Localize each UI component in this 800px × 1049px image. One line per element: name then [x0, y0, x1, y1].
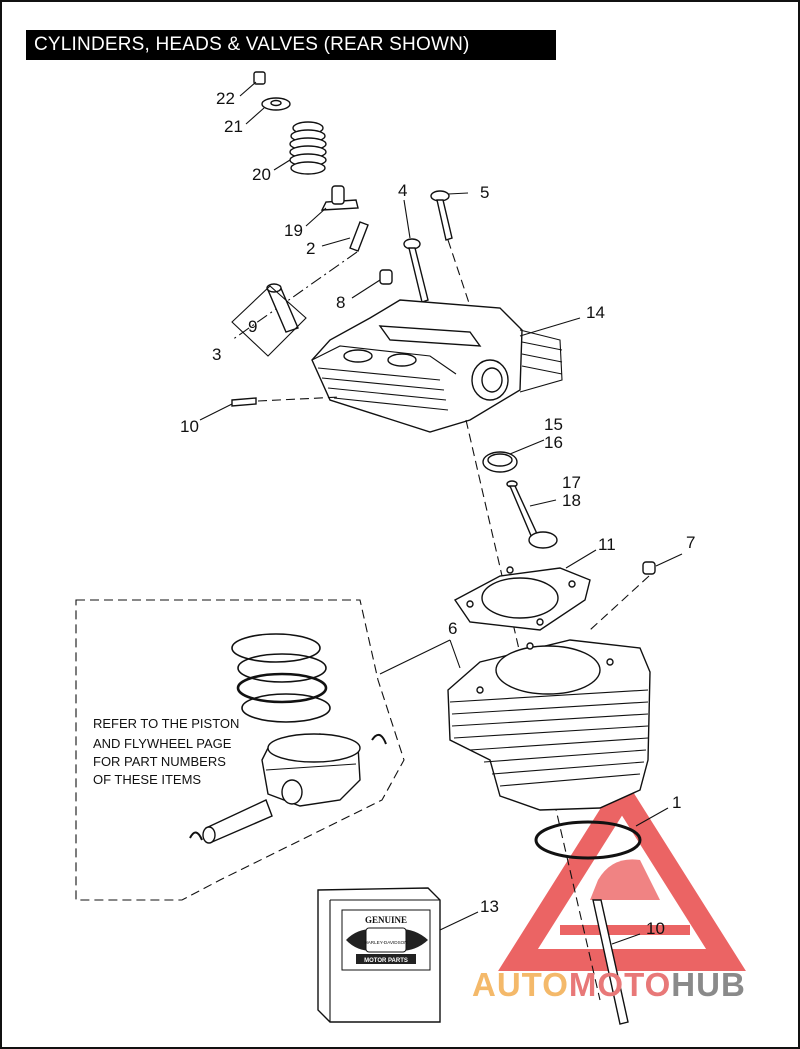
valve-spring-part [289, 121, 327, 175]
note-line-3: FOR PART NUMBERS [93, 754, 226, 769]
note-line-2: AND FLYWHEEL PAGE [93, 736, 232, 751]
callout-9: 9 [248, 317, 257, 336]
callout-20: 20 [252, 165, 271, 184]
badge-bottom-text: MOTOR PARTS [364, 958, 408, 964]
genuine-parts-badge-icon: GENUINE HARLEY-DAVIDSON MOTOR PARTS [346, 915, 428, 964]
callout-10-cylinder: 10 [646, 919, 665, 938]
head-gasket-part [453, 566, 591, 631]
callout-17: 17 [562, 473, 581, 492]
watermark-logo-icon [498, 774, 746, 971]
watermark-brand: AUTOMOTOHUB [472, 966, 746, 1004]
wrist-pin-part [202, 799, 273, 844]
valve-guide-sleeve-part [266, 283, 299, 333]
dowel-pin-part [379, 269, 393, 285]
callout-19: 19 [284, 221, 303, 240]
brand-part-moto: MOTO [568, 966, 672, 1003]
note-line-1: REFER TO THE PISTON [93, 716, 240, 731]
cylinder-head-part [311, 299, 563, 433]
callout-11: 11 [598, 535, 616, 554]
callout-18: 18 [562, 491, 581, 510]
callout-5: 5 [480, 183, 489, 202]
callout-13: 13 [480, 897, 499, 916]
valve-seat-part [482, 451, 518, 473]
callout-1: 1 [672, 793, 681, 812]
callout-14: 14 [586, 303, 605, 322]
head-stud-part [231, 397, 257, 407]
intake-valve-part [403, 238, 429, 303]
valve-seal-part [320, 185, 359, 211]
cylinder-dowel-part [642, 561, 656, 575]
callout-16: 16 [544, 433, 563, 452]
cylinder-stud-part [592, 899, 629, 1025]
badge-top-text: GENUINE [365, 915, 407, 925]
callout-2: 2 [306, 239, 315, 258]
callout-10-head: 10 [180, 417, 199, 436]
note-line-4: OF THESE ITEMS [93, 772, 202, 787]
brand-part-auto: AUTO [472, 966, 569, 1003]
diagram-title: CYLINDERS, HEADS & VALVES (REAR SHOWN) [26, 30, 556, 60]
callout-15: 15 [544, 415, 563, 434]
piston-rings-part [231, 633, 331, 723]
exhaust-valve-part [430, 190, 453, 241]
callout-21: 21 [224, 117, 243, 136]
valve-part [506, 480, 558, 549]
valve-guide-part [349, 221, 369, 252]
callout-22: 22 [216, 89, 235, 108]
callout-3: 3 [212, 345, 221, 364]
spring-retainer-part [261, 97, 291, 111]
brand-part-hub: HUB [671, 966, 746, 1003]
callout-7: 7 [686, 533, 695, 552]
callout-8: 8 [336, 293, 345, 312]
valve-keeper-part [253, 71, 266, 85]
badge-mid-text: HARLEY-DAVIDSON [364, 940, 407, 945]
callout-4: 4 [398, 181, 407, 200]
piston-part [261, 733, 361, 807]
o-ring-part [534, 820, 642, 860]
callout-6: 6 [448, 619, 457, 638]
cylinder-part [447, 639, 651, 811]
